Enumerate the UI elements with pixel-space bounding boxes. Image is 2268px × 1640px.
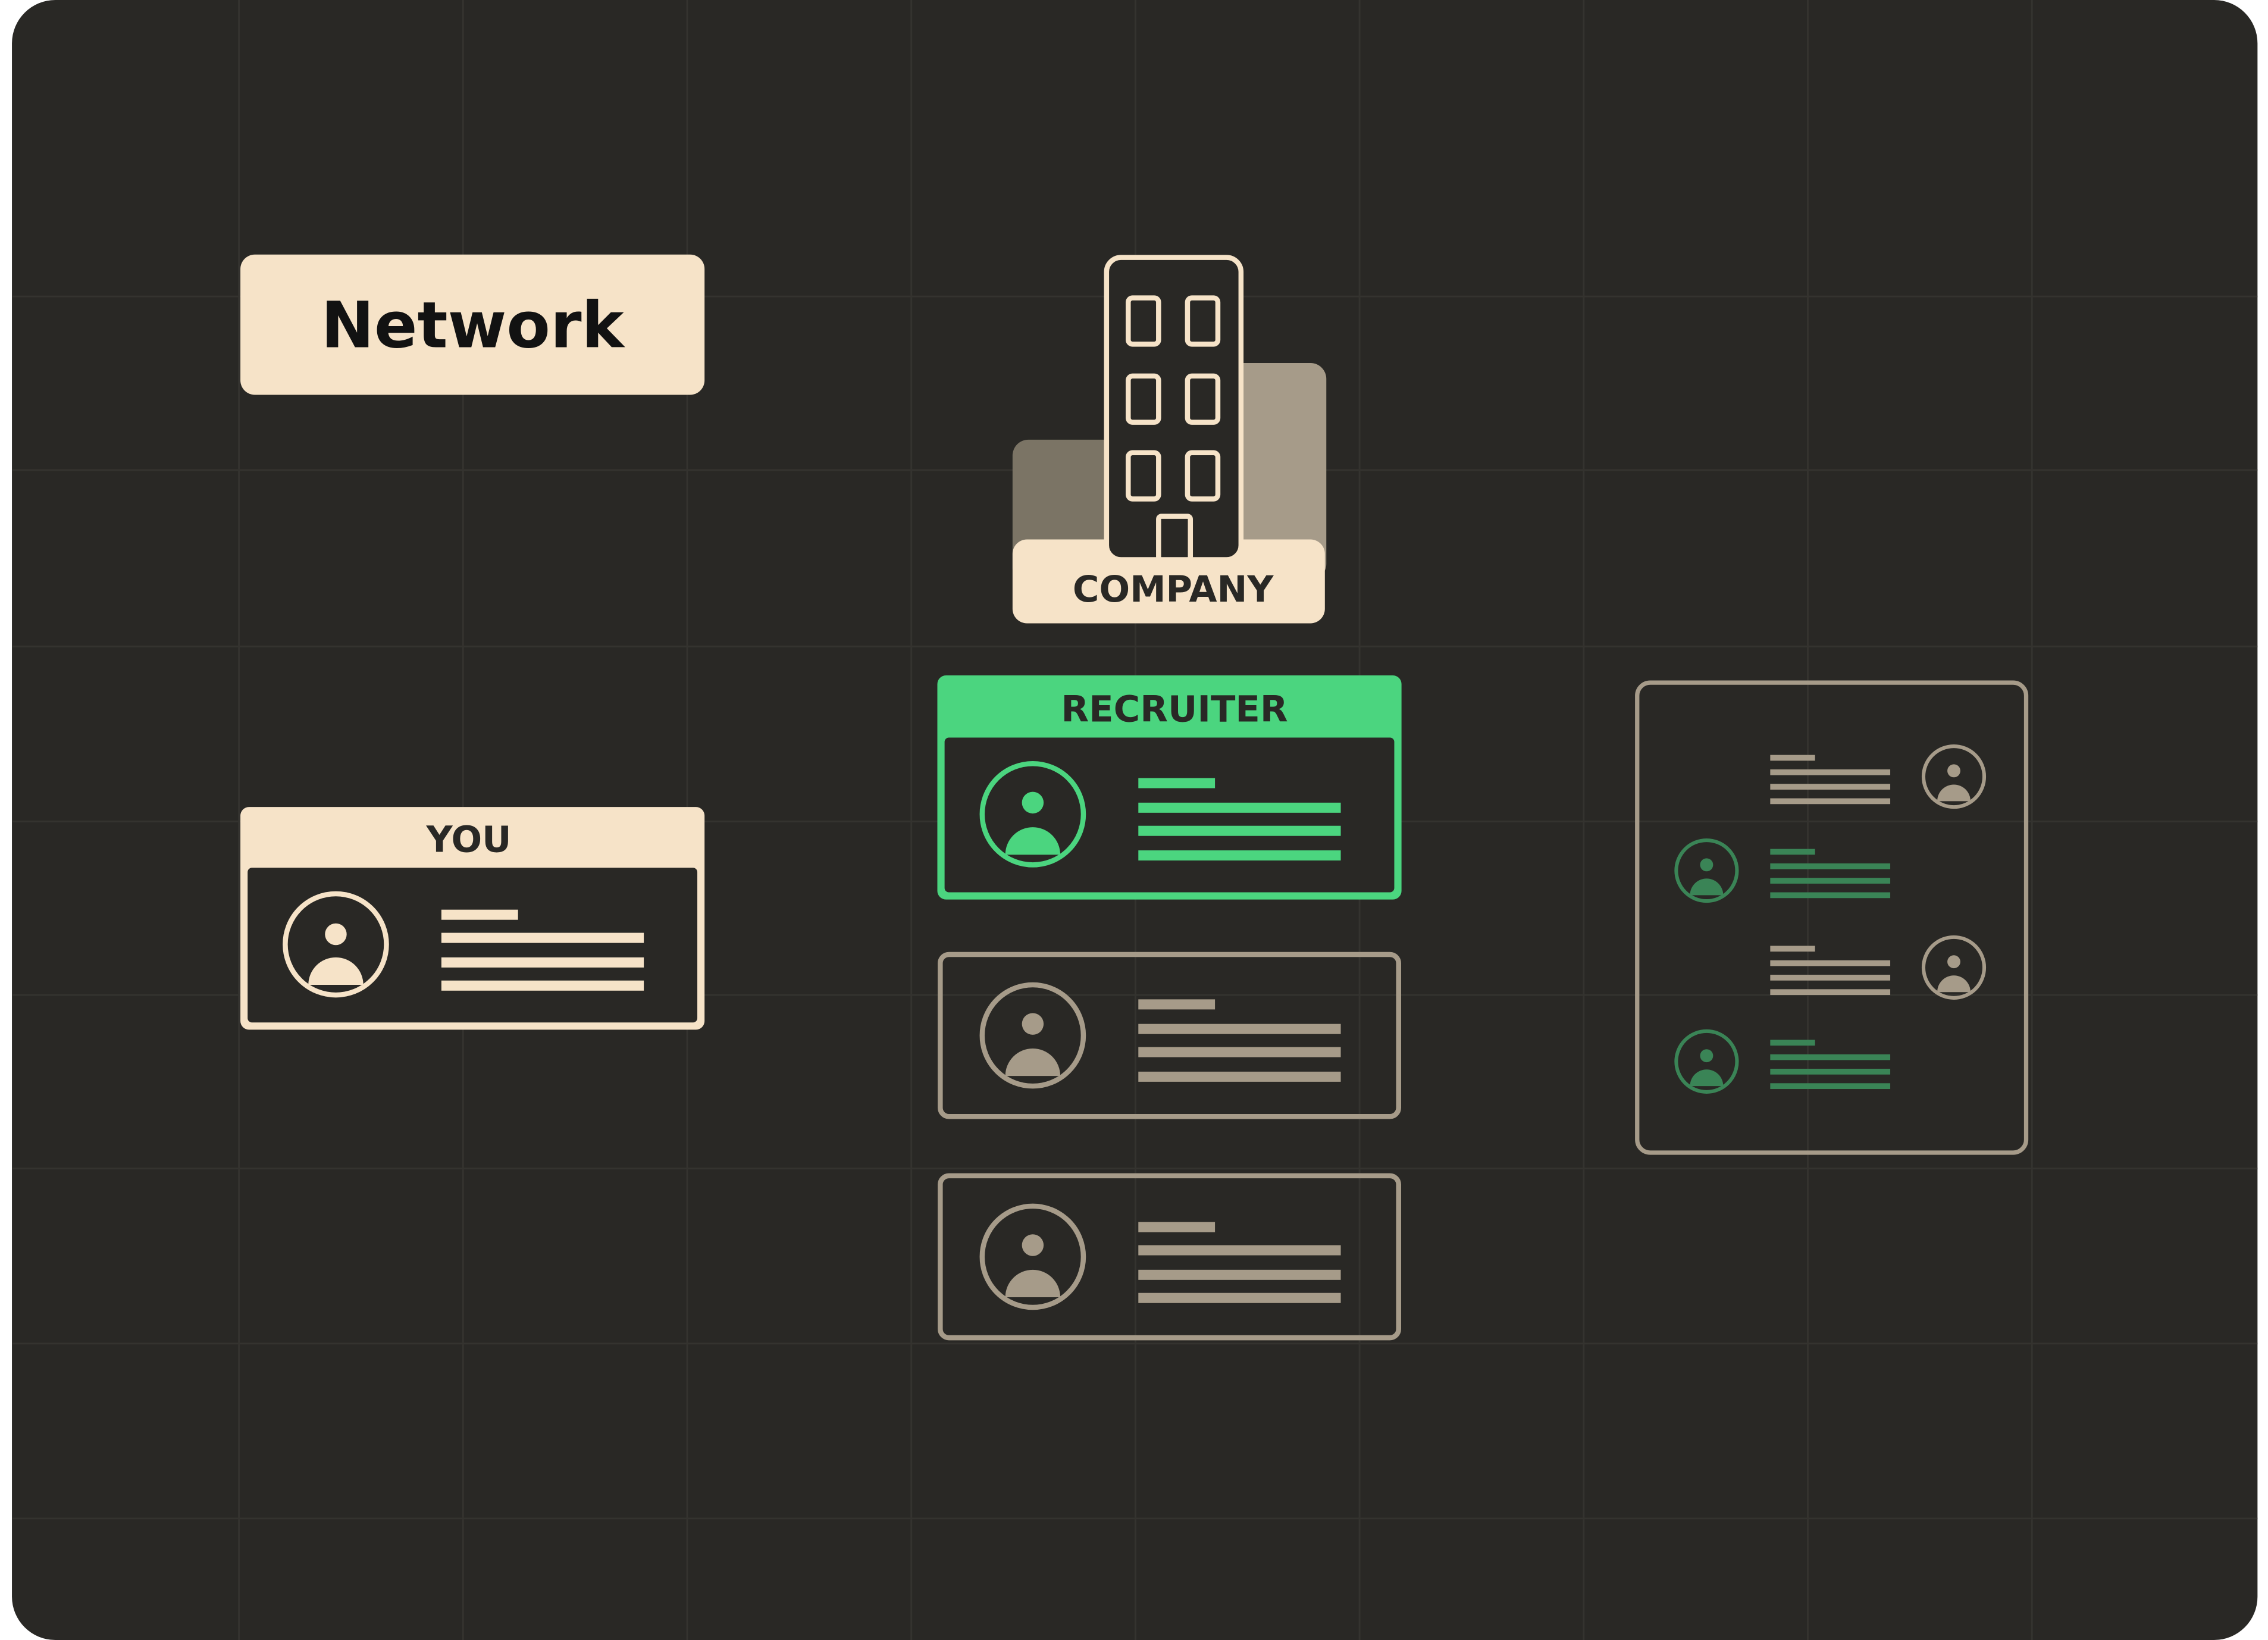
avatar-icon bbox=[979, 982, 1086, 1089]
avatar-icon bbox=[1921, 744, 1987, 809]
avatar-icon bbox=[979, 1203, 1086, 1310]
contact-list-panel bbox=[1635, 680, 2029, 1155]
recruiter-card: RECRUITER bbox=[937, 675, 1402, 900]
you-text-lines bbox=[441, 909, 644, 991]
title-badge: Network bbox=[240, 254, 705, 395]
recruiter-label: RECRUITER bbox=[1061, 689, 1288, 731]
contact-item bbox=[1674, 838, 1891, 903]
contact-item bbox=[1674, 1029, 1891, 1094]
employee-card bbox=[938, 1173, 1402, 1341]
avatar-icon bbox=[283, 891, 389, 998]
you-label: YOU bbox=[426, 819, 512, 860]
avatar-icon bbox=[979, 760, 1086, 868]
company-label: COMPANY bbox=[1073, 569, 1274, 611]
contact-item bbox=[1770, 935, 1987, 1000]
page-title: Network bbox=[321, 289, 626, 362]
avatar-icon bbox=[1921, 935, 1987, 1000]
you-card: YOU bbox=[240, 807, 705, 1030]
contact-item bbox=[1770, 744, 1987, 809]
avatar-icon bbox=[1674, 838, 1739, 903]
company-building-icon: COMPANY bbox=[1012, 255, 1327, 624]
avatar-icon bbox=[1674, 1029, 1739, 1094]
employee-card bbox=[938, 952, 1402, 1119]
recruiter-text-lines bbox=[1138, 778, 1341, 861]
